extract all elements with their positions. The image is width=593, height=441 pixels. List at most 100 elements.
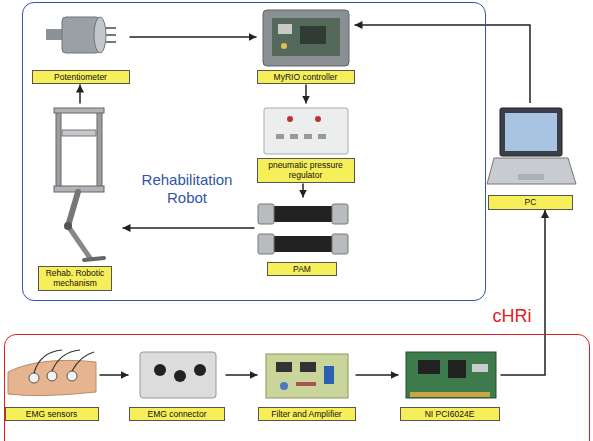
filter-board-picture — [280, 382, 288, 390]
robotic-mechanism-picture — [54, 108, 104, 260]
filter-board-picture — [296, 382, 316, 386]
signal-arrow — [356, 374, 399, 376]
component-label: Filter and Amplifier — [258, 407, 356, 422]
emg-connector-picture — [194, 364, 206, 376]
emg-sensors-picture — [47, 371, 57, 381]
pam-picture — [332, 204, 348, 224]
component-label: pneumatic pressure regulator — [257, 158, 355, 183]
signal-arrow — [123, 227, 255, 229]
robotic-mechanism-picture — [68, 226, 90, 258]
component-block: EMG sensors — [4, 343, 100, 422]
signal-arrow — [100, 374, 129, 376]
component-block: PAM — [255, 198, 350, 277]
robotic-mechanism-picture — [56, 110, 61, 190]
emg-sensors-picture — [29, 373, 39, 383]
component-block: Filter and Amplifier — [258, 343, 356, 422]
pam-picture — [332, 234, 348, 254]
daq-card-picture — [406, 352, 496, 398]
potentiometer-picture — [94, 17, 106, 53]
robotic-mechanism-picture — [97, 110, 102, 190]
emg-connector-picture — [140, 352, 216, 398]
pressure-regulator-picture — [276, 134, 284, 139]
robotic-mechanism-picture — [68, 192, 78, 226]
pam-picture — [272, 206, 334, 222]
emg-sensors-picture — [34, 350, 94, 373]
potentiometer-picture — [46, 17, 116, 53]
daq-card-picture — [418, 360, 440, 374]
potentiometer-picture — [106, 41, 116, 43]
myrio-picture — [263, 10, 349, 66]
component-label: NI PCI6024E — [400, 407, 500, 422]
pressure-regulator-picture — [264, 108, 348, 154]
filter-board-picture — [300, 362, 316, 372]
myrio-picture — [272, 18, 340, 56]
laptop-picture — [487, 158, 576, 184]
component-block: Potentiometer — [32, 6, 130, 85]
emg-connector-picture — [154, 364, 166, 376]
pressure-regulator-picture — [264, 108, 348, 154]
filter-board-picture — [324, 366, 334, 384]
pam-picture — [258, 204, 274, 224]
emg-connector-picture — [174, 370, 186, 382]
laptop-picture — [487, 108, 576, 184]
component-block: MyRIO controller — [257, 6, 355, 85]
emg-sensors-picture — [67, 371, 77, 381]
component-block: pneumatic pressure regulator — [257, 104, 355, 184]
signal-arrow — [305, 85, 307, 104]
pam-picture — [272, 236, 334, 252]
group-heading: cHRi — [487, 306, 537, 328]
component-label: EMG connector — [129, 407, 225, 422]
laptop-picture — [500, 108, 562, 156]
component-label: PAM — [267, 262, 337, 277]
pressure-regulator-picture — [304, 134, 312, 139]
robotic-mechanism-picture — [84, 258, 104, 260]
daq-card-picture — [448, 360, 466, 378]
signal-arrow — [355, 25, 531, 103]
myrio-picture — [278, 24, 292, 34]
daq-card-picture — [406, 352, 496, 398]
pam-picture — [258, 204, 348, 254]
daq-card-picture — [472, 364, 488, 372]
component-block: NI PCI6024E — [399, 343, 501, 422]
signal-arrow — [501, 210, 546, 375]
robotic-mechanism-picture — [54, 108, 104, 113]
group-region: Potentiometer MyRIO controller pneumatic p… — [22, 2, 486, 301]
group-region: EMG sensors EMG connector Filter and Ampli… — [4, 334, 590, 441]
component-block: Rehab. Robotic mechanism — [28, 104, 123, 292]
signal-arrow — [79, 85, 81, 104]
myrio-picture — [263, 10, 349, 66]
pressure-regulator-picture — [290, 134, 298, 139]
signal-arrow — [302, 184, 304, 198]
robotic-mechanism-picture — [64, 222, 72, 230]
emg-sensors-picture — [8, 360, 96, 395]
group-heading: Rehabilitation Robot — [131, 171, 243, 207]
component-label: Rehab. Robotic mechanism — [38, 266, 112, 291]
laptop-picture — [518, 174, 544, 180]
pam-picture — [258, 234, 274, 254]
component-label: PC — [488, 195, 573, 210]
pressure-regulator-picture — [287, 116, 293, 122]
signal-arrow — [226, 374, 258, 376]
pressure-regulator-picture — [318, 134, 326, 139]
component-block: PC — [488, 103, 573, 210]
daq-card-picture — [410, 392, 490, 397]
myrio-picture — [281, 43, 287, 49]
signal-arrow — [130, 36, 257, 38]
filter-board-picture — [266, 354, 348, 398]
component-label: Potentiometer — [32, 70, 130, 85]
laptop-picture — [505, 113, 557, 151]
emg-sensors-picture — [8, 350, 96, 396]
component-label: MyRIO controller — [257, 70, 355, 85]
potentiometer-picture — [106, 27, 116, 29]
filter-board-picture — [266, 354, 348, 398]
filter-board-picture — [276, 362, 292, 372]
pressure-regulator-picture — [315, 116, 321, 122]
component-label: EMG sensors — [5, 407, 99, 422]
robotic-mechanism-picture — [62, 130, 96, 136]
component-block: EMG connector — [129, 343, 226, 422]
myrio-picture — [300, 26, 326, 44]
emg-connector-picture — [140, 352, 216, 398]
potentiometer-picture — [106, 34, 116, 36]
